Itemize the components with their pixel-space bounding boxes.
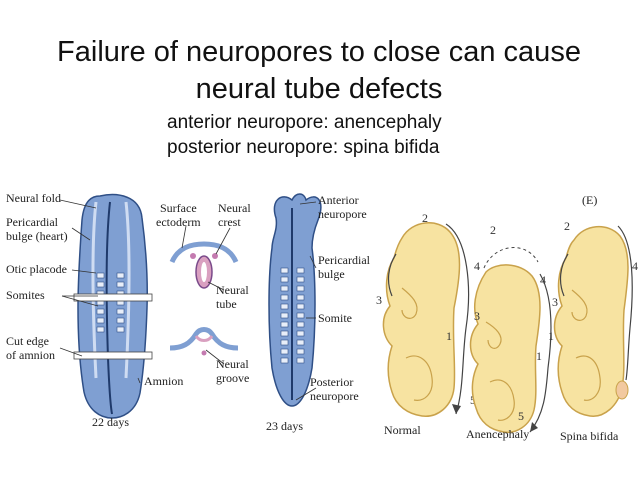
fetus-anencephaly-body (469, 264, 541, 434)
label-pericardial-23-line2: bulge (318, 267, 345, 281)
label-posterior-line1: Posterior (310, 375, 353, 389)
label-pericardial-22-line1: Pericardial (6, 215, 59, 229)
fetus-spina-bifida-spine-arrow (617, 225, 633, 381)
label-cut-edge-line1: Cut edge (6, 334, 49, 348)
fetus-spina-bifida-num-4: 4 (632, 259, 638, 273)
label-23-days: 23 days (266, 419, 303, 433)
fetus-anencephaly-num-4: 4 (540, 273, 546, 287)
fetus-spina-bifida: 2 4 3 1 (548, 219, 638, 417)
embryo-22-neural-groove (105, 201, 113, 415)
label-groove-line1: Neural (216, 357, 249, 371)
fetus-anencephaly-num-2: 2 (490, 223, 496, 237)
cross-sections: Surface ectoderm Neural crest Neural tub… (156, 201, 251, 385)
fetus-spina-bifida-num-3: 3 (552, 295, 558, 309)
label-amnion: Amnion (144, 374, 183, 388)
label-panel-e: (E) (582, 193, 597, 207)
label-anencephaly: Anencephaly (466, 427, 529, 441)
slide-title-line-1: Failure of neuropores to close can cause (57, 36, 581, 68)
fetus-normal-num-2: 2 (422, 211, 428, 225)
fetus-normal-spine-arrow (445, 223, 470, 415)
fetus-normal-arrow-3 (387, 253, 397, 297)
fetus-anencephaly-num-5: 5 (518, 409, 524, 423)
fetus-spina-bifida-lesion (615, 380, 629, 400)
fetus-normal-arrowhead (452, 404, 461, 414)
label-pericardial-22-line2: bulge (heart) (6, 229, 68, 243)
label-crest-line1: Neural (218, 201, 251, 215)
label-tube-line2: tube (216, 297, 237, 311)
fetus-spina-bifida-leg (575, 355, 601, 401)
embryo-22-amnion-band-upper (73, 293, 153, 302)
embryo-22-body (77, 193, 148, 419)
cross-section-neural-groove (169, 327, 239, 351)
fetus-anencephaly-arm (485, 321, 502, 349)
fetus-spina-bifida-arm (571, 289, 588, 321)
notochord (201, 350, 207, 356)
fetus-spina-bifida-body (553, 226, 629, 417)
label-somite: Somite (318, 311, 352, 325)
embryo-22-days: Neural fold Pericardial bulge (heart) Ot… (6, 191, 183, 429)
neural-tube-lumen (201, 262, 207, 282)
fetus-anencephaly-dashed-arc (483, 247, 539, 269)
label-otic-placode: Otic placode (6, 262, 67, 276)
label-crest-line2: crest (218, 215, 241, 229)
embryo-22-neural-fold-right (124, 201, 131, 379)
embryo-22-leaders (59, 199, 141, 384)
label-surface-line1: Surface (160, 201, 197, 215)
label-22-days: 22 days (92, 415, 129, 429)
label-pericardial-23-line1: Pericardial (318, 253, 371, 267)
label-spina-bifida: Spina bifida (560, 429, 619, 443)
fetus-spina-bifida-arrow-3 (559, 253, 569, 297)
subtitle-posterior-neuropore: posterior neuropore: spina bifida (167, 137, 440, 158)
neural-tube-diagram: Neural fold Pericardial bulge (heart) Ot… (6, 191, 638, 443)
label-surface-line2: ectoderm (156, 215, 201, 229)
label-anterior-line2: neuropore (318, 207, 367, 221)
subtitle-anterior-neuropore: anterior neuropore: anencephaly (167, 112, 442, 133)
neural-crest-left (190, 253, 196, 259)
fetus-normal-num-3: 3 (376, 293, 382, 307)
fetus-normal-num-4: 4 (474, 259, 480, 273)
fetus-normal-num-1: 1 (446, 329, 452, 343)
fetus-anencephaly-num-1: 1 (536, 349, 542, 363)
fetus-normal-leg (405, 355, 433, 401)
neural-crest-right (212, 253, 218, 259)
fetus-normal: 2 4 3 1 5 (376, 211, 480, 417)
label-anterior-line1: Anterior (318, 193, 359, 207)
label-groove-line2: groove (216, 371, 249, 385)
label-tube-line1: Neural (216, 283, 249, 297)
embryo-22-amnion-band-lower (73, 351, 153, 360)
embryo-23-leaders (295, 201, 317, 401)
fetus-anencephaly-spine-arrow (529, 273, 552, 433)
fetus-spina-bifida-num-2: 2 (564, 219, 570, 233)
slide-title-line-2: neural tube defects (195, 73, 443, 105)
fetus-anencephaly-arrowhead (530, 422, 538, 432)
neural-groove-plate (194, 335, 214, 342)
cross-section-surface-ectoderm (169, 241, 239, 264)
label-cut-edge-line2: of amnion (6, 348, 55, 362)
cross-section-leaders (181, 225, 231, 365)
label-posterior-line2: neuropore (310, 389, 359, 403)
fetus-anencephaly: 2 4 3 1 5 (469, 223, 552, 434)
embryo-23-somites (280, 267, 305, 364)
label-normal: Normal (384, 423, 421, 437)
label-somites: Somites (6, 288, 45, 302)
fetus-anencephaly-leg (489, 379, 515, 421)
embryo-22-neural-fold-left (91, 201, 98, 379)
embryo-23-days: Anterior neuropore Pericardial bulge Som… (266, 193, 371, 433)
fetus-spina-bifida-num-1: 1 (548, 329, 554, 343)
fetus-anencephaly-num-3: 3 (474, 309, 480, 323)
label-neural-fold: Neural fold (6, 191, 61, 205)
fetus-normal-arm (401, 287, 418, 319)
fetus-normal-body (382, 222, 461, 417)
